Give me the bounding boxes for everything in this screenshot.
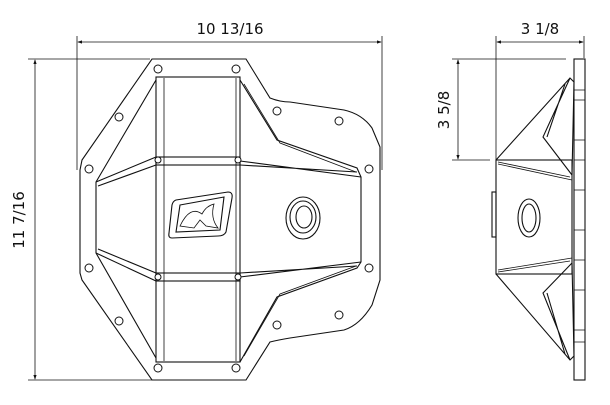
center-rib: [155, 76, 241, 363]
side-view: [491, 58, 586, 381]
side-body: [495, 159, 573, 275]
height-dimension-label: 11 7/16: [10, 191, 28, 249]
width-dimension-label: 10 13/16: [196, 20, 263, 38]
side-height-dimension: 3 5/8: [435, 58, 566, 161]
drain-plug: [285, 196, 321, 240]
logo-emblem: [168, 191, 233, 239]
front-view: [79, 58, 381, 381]
height-dimension: 11 7/16: [10, 58, 246, 381]
depth-dimension-label: 3 1/8: [521, 20, 559, 38]
width-dimension: 10 13/16: [76, 20, 383, 170]
side-height-dimension-label: 3 5/8: [435, 91, 453, 129]
mounting-flange: [573, 58, 586, 381]
flange-outline: [79, 58, 381, 381]
side-tab: [491, 191, 497, 238]
depth-dimension: 3 1/8: [495, 20, 585, 160]
bolt-holes: [84, 64, 374, 373]
